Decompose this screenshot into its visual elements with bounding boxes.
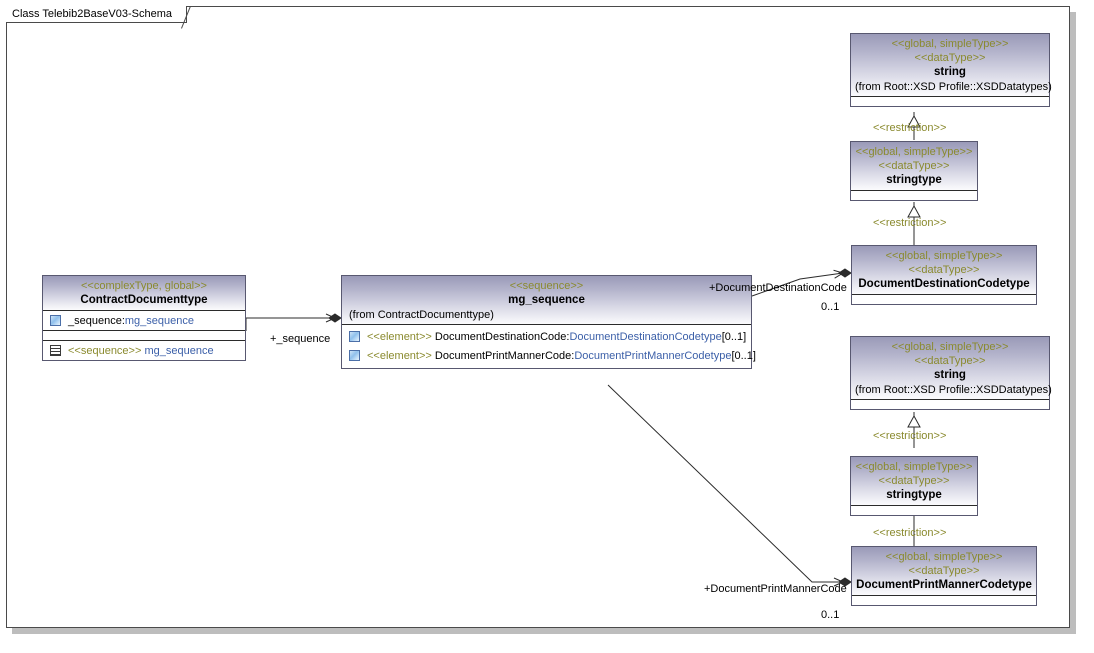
compartment-divider	[851, 399, 1049, 400]
compartment-divider	[851, 190, 977, 191]
attribute-name: _sequence:	[68, 314, 125, 327]
class-document-printmanner-codetype[interactable]: <<global, simpleType>> <<dataType>> Docu…	[851, 546, 1037, 606]
empty-compartment	[852, 596, 1036, 605]
class-stringtype-top[interactable]: <<global, simpleType>> <<dataType>> stri…	[850, 141, 978, 201]
label-sequence-role: +_sequence	[270, 333, 331, 345]
label-printmanner-multiplicity: 0..1	[821, 609, 840, 621]
element-type: DocumentDestinationCodetype	[569, 330, 722, 343]
element-name: DocumentPrintMannerCode:	[434, 349, 575, 362]
stereotype-label-2: <<dataType>>	[914, 355, 986, 367]
class-header-string-top: <<global, simpleType>> <<dataType>> stri…	[851, 34, 1052, 96]
stereotype-label-2: <<dataType>>	[908, 264, 980, 276]
element-row[interactable]: <<element>> DocumentPrintMannerCode:Docu…	[342, 346, 756, 365]
class-header-document-printmanner-codetype: <<global, simpleType>> <<dataType>> Docu…	[852, 547, 1036, 595]
empty-compartment	[851, 400, 1049, 409]
class-header-mg-sequence: <<sequence>> mg_sequence (from ContractD…	[342, 276, 751, 324]
empty-compartment	[852, 295, 1036, 304]
class-from-label: (from Root::XSD Profile::XSDDatatypes)	[855, 384, 1052, 396]
stereotype-label: <<complexType, global>>	[81, 280, 207, 292]
stereotype-label-2: <<dataType>>	[878, 475, 950, 487]
class-mg-sequence[interactable]: <<sequence>> mg_sequence (from ContractD…	[341, 275, 756, 369]
label-restriction-1: <<restriction>>	[873, 122, 947, 134]
element-multiplicity: [0..1]	[721, 330, 747, 343]
class-name-label: DocumentPrintMannerCodetype	[856, 579, 1032, 591]
operation-label: <<sequence>> mg_sequence	[68, 345, 214, 357]
class-contract-documenttype[interactable]: <<complexType, global>> ContractDocument…	[42, 275, 246, 361]
attribute-type: mg_sequence	[124, 314, 194, 327]
class-name-label: DocumentDestinationCodetype	[858, 278, 1030, 290]
stereotype-label: <<sequence>>	[509, 280, 584, 292]
class-string-bottom[interactable]: <<global, simpleType>> <<dataType>> stri…	[850, 336, 1052, 410]
attributes-compartment: _sequence:mg_sequence	[43, 311, 245, 330]
element-label: <<element>> DocumentDestinationCode:Docu…	[367, 331, 746, 343]
class-from-label: (from Root::XSD Profile::XSDDatatypes)	[855, 81, 1052, 93]
element-keyword: <<element>>	[367, 330, 432, 343]
attribute-label: _sequence:mg_sequence	[68, 315, 194, 327]
label-restriction-3: <<restriction>>	[873, 430, 947, 442]
attribute-icon	[349, 331, 360, 342]
empty-compartment	[851, 506, 977, 515]
class-name-label: stringtype	[886, 489, 942, 501]
stereotype-label-1: <<global, simpleType>>	[891, 38, 1009, 50]
compartment-divider	[43, 310, 245, 311]
stereotype-label-1: <<global, simpleType>>	[885, 551, 1003, 563]
stereotype-label-1: <<global, simpleType>>	[891, 341, 1009, 353]
label-destination-role: +DocumentDestinationCode	[709, 282, 847, 294]
class-string-top[interactable]: <<global, simpleType>> <<dataType>> stri…	[850, 33, 1052, 107]
class-header-stringtype-bottom: <<global, simpleType>> <<dataType>> stri…	[851, 457, 977, 505]
class-document-destination-codetype[interactable]: <<global, simpleType>> <<dataType>> Docu…	[851, 245, 1037, 305]
empty-compartment	[851, 97, 1049, 106]
compartment-divider	[852, 294, 1036, 295]
empty-compartment	[851, 191, 977, 200]
label-restriction-2: <<restriction>>	[873, 217, 947, 229]
attribute-icon	[349, 350, 360, 361]
stereotype-label-2: <<dataType>>	[914, 52, 986, 64]
stereotype-label-2: <<dataType>>	[878, 160, 950, 172]
element-type: DocumentPrintMannerCodetype	[574, 349, 732, 362]
class-name-label: string	[934, 369, 966, 381]
class-header-stringtype-top: <<global, simpleType>> <<dataType>> stri…	[851, 142, 977, 190]
class-header-string-bottom: <<global, simpleType>> <<dataType>> stri…	[851, 337, 1052, 399]
class-from-label: (from ContractDocumenttype)	[349, 309, 494, 321]
empty-compartment	[43, 331, 245, 340]
element-multiplicity: [0..1]	[731, 349, 756, 362]
class-header-contract-documenttype: <<complexType, global>> ContractDocument…	[43, 276, 245, 310]
class-name-label: string	[934, 66, 966, 78]
element-row[interactable]: <<element>> DocumentDestinationCode:Docu…	[342, 327, 751, 346]
label-printmanner-role: +DocumentPrintMannerCode	[704, 583, 847, 595]
operation-row[interactable]: <<sequence>> mg_sequence	[43, 341, 245, 360]
element-name: DocumentDestinationCode:	[434, 330, 570, 343]
attribute-row[interactable]: _sequence:mg_sequence	[43, 311, 245, 330]
compartment-divider	[851, 96, 1049, 97]
class-name-label: mg_sequence	[508, 294, 585, 306]
label-destination-multiplicity: 0..1	[821, 301, 840, 313]
stereotype-label-2: <<dataType>>	[908, 565, 980, 577]
stereotype-label-1: <<global, simpleType>>	[885, 250, 1003, 262]
operations-compartment: <<sequence>> mg_sequence	[43, 341, 245, 360]
label-restriction-4: <<restriction>>	[873, 527, 947, 539]
class-stringtype-bottom[interactable]: <<global, simpleType>> <<dataType>> stri…	[850, 456, 978, 516]
compartment-divider	[342, 324, 751, 325]
frame-title-text: Class Telebib2BaseV03-Schema	[12, 8, 172, 20]
frame-title-tab: Class Telebib2BaseV03-Schema	[6, 6, 187, 23]
element-keyword: <<element>>	[367, 349, 432, 362]
elements-compartment: <<element>> DocumentDestinationCode:Docu…	[342, 325, 756, 368]
class-header-document-destination-codetype: <<global, simpleType>> <<dataType>> Docu…	[852, 246, 1036, 294]
stereotype-label-1: <<global, simpleType>>	[855, 461, 973, 473]
compartment-divider	[852, 595, 1036, 596]
class-name-label: ContractDocumenttype	[80, 294, 208, 306]
grid-icon	[50, 345, 61, 356]
compartment-divider-3	[43, 340, 245, 341]
stereotype-label-1: <<global, simpleType>>	[855, 146, 973, 158]
compartment-divider-2	[43, 330, 245, 331]
element-label: <<element>> DocumentPrintMannerCode:Docu…	[367, 350, 756, 362]
operation-keyword: <<sequence>>	[68, 344, 142, 357]
operation-name: mg_sequence	[144, 344, 214, 357]
class-name-label: stringtype	[886, 174, 942, 186]
attribute-icon	[50, 315, 61, 326]
